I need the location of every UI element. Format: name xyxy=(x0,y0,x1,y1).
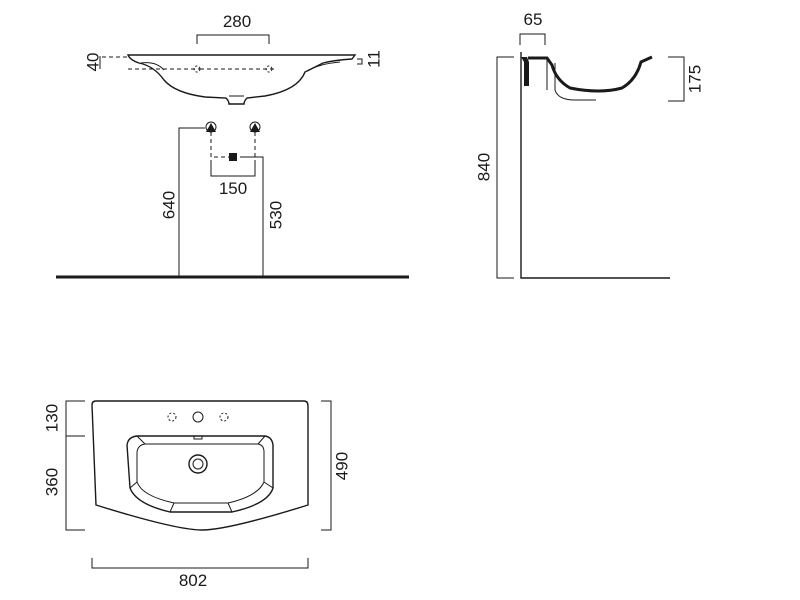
plan-tap-hole-right-icon xyxy=(219,412,229,422)
hidden-pipe-right xyxy=(238,132,256,158)
edge-dimension-bracket xyxy=(357,58,363,65)
drain-outer-icon xyxy=(188,454,208,474)
bowl-depth-label: 175 xyxy=(685,65,704,93)
overflow-icon xyxy=(193,435,203,440)
wall-offset-dimension-line xyxy=(519,33,546,45)
basin-plan-bowl-outer xyxy=(126,435,274,513)
plan-width-label: 802 xyxy=(179,571,207,590)
back-depth-label: 130 xyxy=(42,404,61,432)
plan-total-depth-label: 490 xyxy=(332,452,351,480)
supply-left-icon xyxy=(206,123,216,132)
supply-height-label: 640 xyxy=(159,191,178,219)
edge-label: 11 xyxy=(364,50,383,68)
waste-height-label: 530 xyxy=(266,201,285,229)
waste-outlet-icon xyxy=(229,153,237,161)
waste-height-dimension-line xyxy=(240,156,264,277)
total-height-label: 840 xyxy=(474,153,493,181)
plan-width-dimension-line xyxy=(91,558,309,569)
basin-inner-edge-right xyxy=(307,61,341,72)
wall-bracket-section xyxy=(521,57,529,86)
rim-height-label: 40 xyxy=(83,53,102,72)
tap-spacing-dimension-line xyxy=(196,34,270,44)
supply-height-dimension-line xyxy=(178,127,205,277)
basin-side-waste-trap xyxy=(554,63,596,101)
drain-inner-icon xyxy=(192,458,204,470)
bowl-depth-dimension-line xyxy=(668,56,685,102)
basin-front-profile xyxy=(126,54,357,105)
supply-right-icon xyxy=(250,123,260,132)
plan-right-dimension-line xyxy=(321,400,332,531)
plan-bowl-depth-label: 360 xyxy=(42,468,61,496)
drain-spacing-dimension-line xyxy=(210,160,256,177)
hidden-pipe-left xyxy=(210,132,232,158)
plan-tap-hole-center-icon xyxy=(192,411,204,423)
basin-inner-edge-left xyxy=(140,62,165,71)
tap-spacing-label: 280 xyxy=(223,12,251,31)
tap-hole-right-icon xyxy=(265,65,273,73)
plan-view: 130 360 490 802 xyxy=(42,400,351,590)
wall-and-floor-line xyxy=(520,52,670,279)
drain-spacing-label: 150 xyxy=(219,179,247,198)
basin-plan-bowl-corners xyxy=(129,435,274,513)
total-height-dimension-line xyxy=(496,56,514,279)
basin-plan-outline xyxy=(91,400,309,531)
side-view: 65 840 175 xyxy=(474,10,704,279)
plan-tap-hole-left-icon xyxy=(167,412,177,422)
plan-left-dimension-line xyxy=(65,400,85,531)
basin-plan-bowl-inner xyxy=(136,443,265,504)
basin-side-inner-curve xyxy=(551,67,576,91)
wall-offset-label: 65 xyxy=(524,10,543,29)
tap-hole-left-icon xyxy=(193,65,201,73)
front-view: 280 40 11 640 150 530 xyxy=(56,12,409,279)
